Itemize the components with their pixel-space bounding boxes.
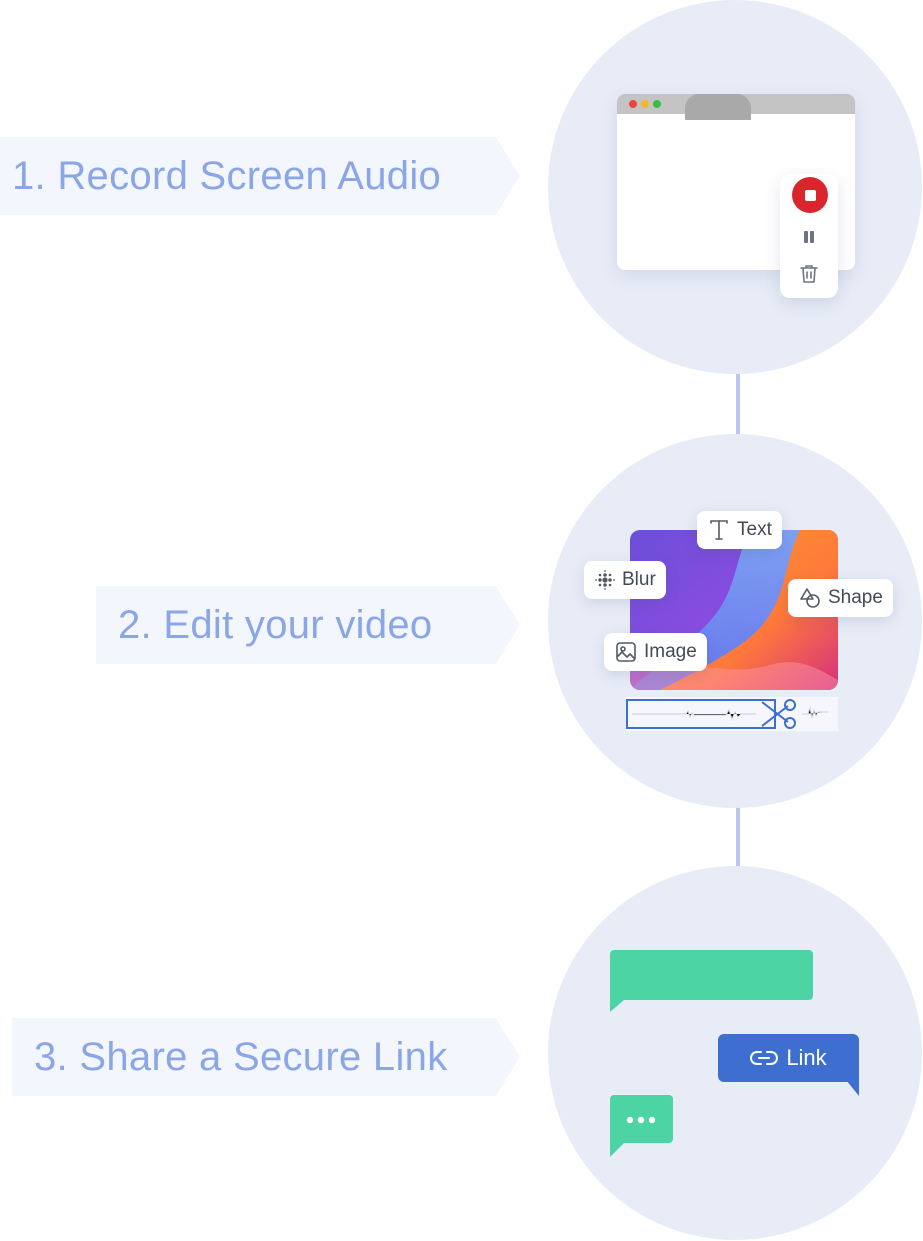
audio-timeline[interactable] [626, 697, 838, 731]
shape-tool-label: Shape [828, 587, 883, 608]
text-tool-label: Text [737, 519, 772, 540]
step-1-label: 1. Record Screen Audio [0, 137, 520, 215]
step-3-text: 3. Share a Secure Link [34, 1034, 448, 1079]
blur-tool-chip[interactable]: Blur [584, 561, 666, 599]
pause-icon[interactable] [802, 230, 816, 244]
stop-icon [804, 189, 816, 201]
text-tool-chip[interactable]: Text [697, 511, 782, 549]
scissors-icon[interactable] [761, 699, 796, 729]
connector-2-3 [736, 806, 740, 870]
trash-icon[interactable] [797, 262, 821, 286]
minimize-dot [641, 100, 649, 108]
step-2-label: 2. Edit your video [96, 586, 520, 664]
maximize-dot [653, 100, 661, 108]
typing-bubble [610, 1095, 673, 1157]
step-2-text: 2. Edit your video [118, 602, 433, 647]
image-tool-chip[interactable]: Image [604, 633, 707, 671]
typing-dots-icon [626, 1116, 656, 1124]
blur-tool-label: Blur [622, 569, 656, 590]
close-dot [629, 100, 637, 108]
blur-icon [595, 570, 615, 590]
shape-icon [800, 588, 820, 608]
step-3-label: 3. Share a Secure Link [12, 1018, 520, 1096]
connector-1-2 [736, 372, 740, 438]
browser-tab [685, 94, 751, 120]
stop-record-button[interactable] [792, 177, 828, 213]
link-icon [750, 1051, 779, 1065]
message-bubble-large [610, 950, 813, 1012]
image-icon [616, 642, 636, 662]
link-label: Link [786, 1045, 827, 1070]
secure-link-button[interactable]: Link [718, 1034, 859, 1082]
step-1-text: 1. Record Screen Audio [12, 153, 442, 198]
text-icon [710, 520, 728, 540]
image-tool-label: Image [644, 641, 697, 662]
shape-tool-chip[interactable]: Shape [788, 579, 893, 617]
